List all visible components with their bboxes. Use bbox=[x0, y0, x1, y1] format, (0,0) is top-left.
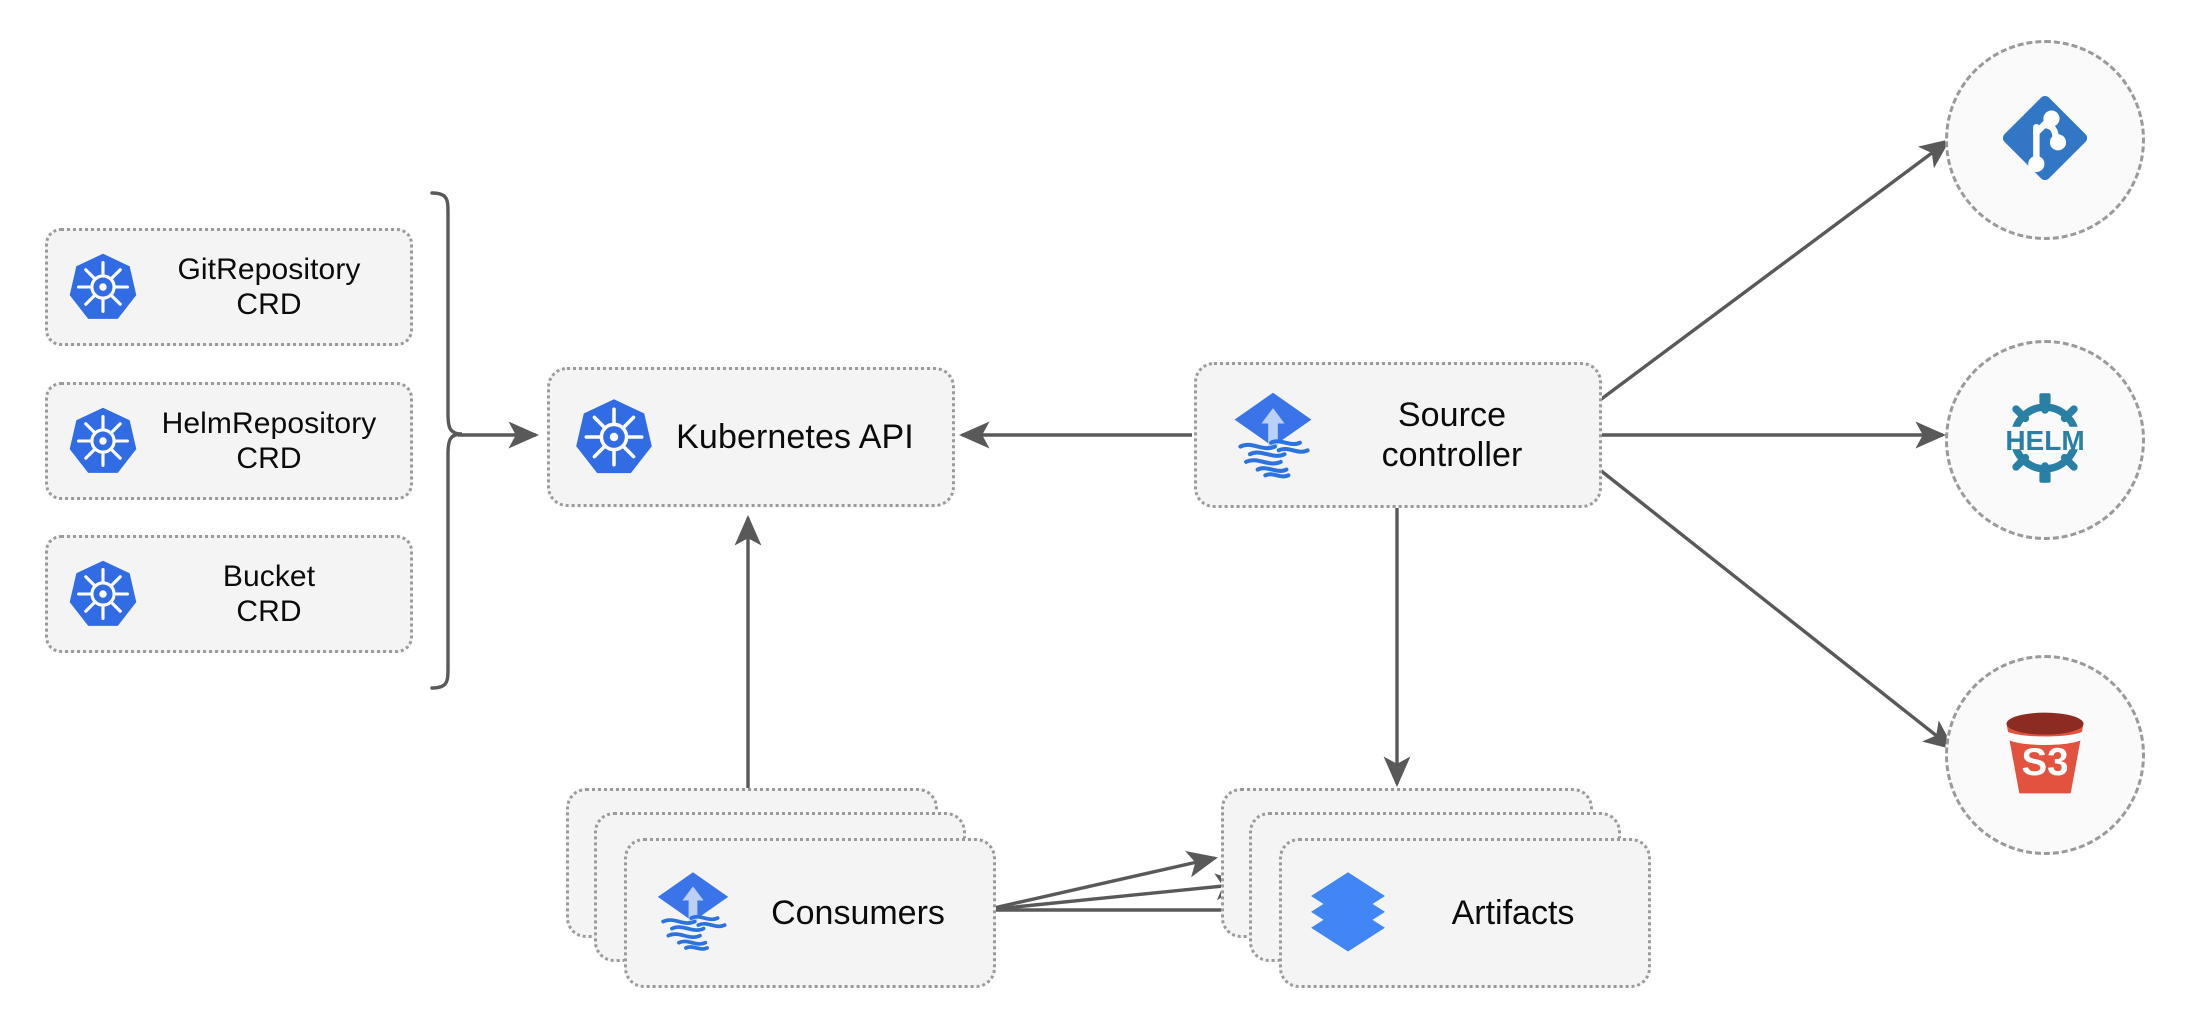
node-label: Artifacts bbox=[1451, 893, 1575, 932]
s3-wordmark: S3 bbox=[2021, 741, 2068, 784]
git-icon bbox=[1991, 84, 2099, 197]
crd-card-gitrepository[interactable]: GitRepository CRD bbox=[45, 228, 413, 346]
crd-card-helmrepository[interactable]: HelmRepository CRD bbox=[45, 382, 413, 500]
flux-icon bbox=[649, 867, 737, 960]
node-label: Consumers bbox=[771, 893, 945, 932]
kubernetes-icon bbox=[66, 250, 140, 324]
kubernetes-icon bbox=[66, 404, 140, 478]
flux-icon bbox=[1225, 387, 1321, 483]
helm-wordmark: HELM bbox=[2005, 425, 2084, 456]
edge-source-to-git bbox=[1598, 139, 1951, 402]
target-git-repository[interactable] bbox=[1945, 40, 2145, 240]
crd-card-label: HelmRepository CRD bbox=[161, 406, 377, 475]
crd-card-label: GitRepository CRD bbox=[177, 252, 361, 321]
edge-source-to-s3 bbox=[1598, 468, 1955, 750]
target-helm-repository[interactable]: HELM bbox=[1945, 340, 2145, 540]
s3-icon: S3 bbox=[1990, 698, 2100, 813]
node-label: Source controller bbox=[1381, 395, 1523, 474]
kubernetes-icon bbox=[572, 395, 656, 479]
layers-icon bbox=[1304, 867, 1392, 960]
target-s3-bucket[interactable]: S3 bbox=[1945, 655, 2145, 855]
node-source-controller[interactable]: Source controller bbox=[1194, 362, 1602, 508]
crd-card-bucket[interactable]: Bucket CRD bbox=[45, 535, 413, 653]
helm-icon: HELM bbox=[1989, 382, 2101, 499]
kubernetes-icon bbox=[66, 557, 140, 631]
crd-group-bracket bbox=[430, 191, 540, 690]
node-label: Kubernetes API bbox=[676, 417, 914, 456]
artifacts-stack-sheet-front[interactable]: Artifacts bbox=[1279, 838, 1651, 988]
consumers-stack-sheet-front[interactable]: Consumers bbox=[624, 838, 996, 988]
node-kubernetes-api[interactable]: Kubernetes API bbox=[547, 367, 955, 507]
crd-card-label: Bucket CRD bbox=[222, 559, 316, 628]
